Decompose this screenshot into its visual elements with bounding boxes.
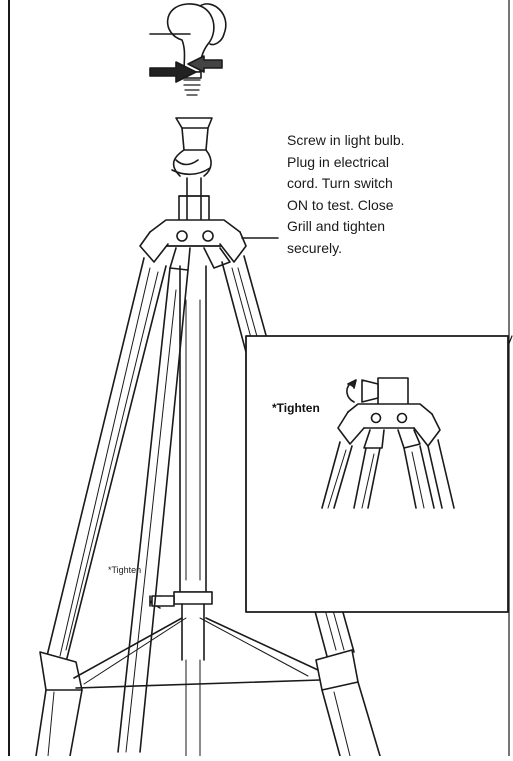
instruction-line: Screw in light bulb. [287, 132, 405, 148]
inset-tighten-label: *Tighten [272, 401, 320, 415]
left-leg [35, 257, 167, 757]
instruction-line: securely. [287, 239, 342, 256]
instruction-line: ON to test. Close [287, 196, 394, 213]
main-tighten-label: *Tighten [108, 565, 142, 575]
light-bulb [149, 3, 227, 96]
instruction-line: Plug in electrical [287, 153, 389, 170]
leg-spreader [73, 617, 321, 689]
tripod-head [139, 219, 247, 271]
center-column [149, 265, 213, 757]
assembly-instructions: Screw in light bulb. Plug in electrical … [287, 130, 487, 260]
inset-detail [245, 335, 513, 613]
instruction-line: cord. Turn switch [287, 175, 393, 192]
instruction-line: Grill and tighten [287, 218, 386, 235]
front-leg [117, 267, 189, 753]
lamp-socket [171, 117, 213, 177]
